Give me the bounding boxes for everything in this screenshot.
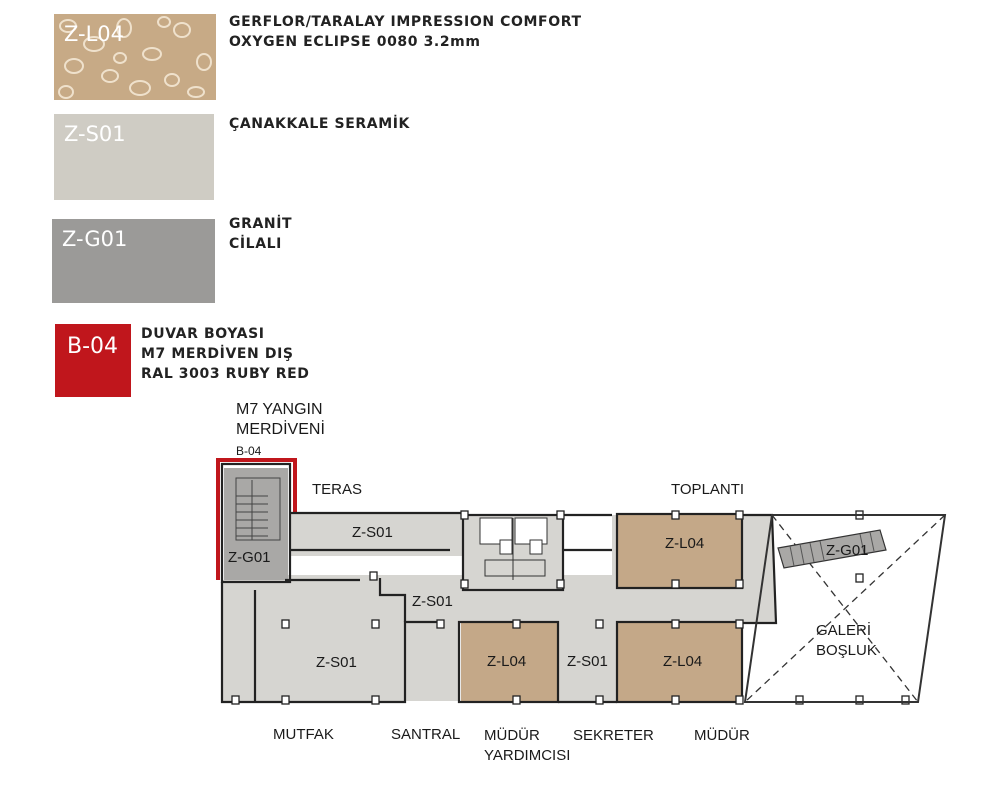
laminate-pattern-icon [58, 16, 212, 99]
stair-title-line2: MERDİVENİ [236, 419, 325, 438]
desc-line: RAL 3003 RUBY RED [141, 366, 310, 382]
stair-treads [235, 477, 281, 541]
swatch-z-l04: Z-L04 [54, 14, 216, 100]
meeting-fill [618, 515, 742, 587]
director-label: MÜDÜR [694, 726, 750, 744]
swatch-b-04: B-04 [55, 324, 131, 397]
switchboard-label: SANTRAL [391, 726, 460, 743]
director-floor-label: Z-L04 [663, 653, 702, 670]
desc-line: OXYGEN ECLIPSE 0080 3.2mm [229, 34, 481, 50]
desc-line: GERFLOR/TARALAY IMPRESSION COMFORT [229, 14, 582, 30]
room-labels: M7 YANGIN MERDİVENİ B-04 Z-G01 TERAS Z-S… [228, 401, 877, 764]
deputy-floor-label: Z-L04 [487, 653, 526, 670]
legend-desc-z-l04: GERFLOR/TARALAY IMPRESSION COMFORT OXYGE… [229, 12, 582, 52]
swatch-z-s01: Z-S01 [54, 114, 214, 200]
desc-line: GRANİT [229, 216, 293, 232]
swatch-z-g01: Z-G01 [52, 219, 215, 303]
secretary-floor-label: Z-S01 [567, 653, 608, 670]
wc-fixtures [479, 517, 548, 580]
deputy-label-line1: MÜDÜR [484, 726, 540, 744]
terrace-label: TERAS [312, 481, 362, 498]
swatch-code: Z-G01 [62, 227, 128, 251]
legend-desc-b-04: DUVAR BOYASI M7 MERDİVEN DIŞ RAL 3003 RU… [141, 324, 309, 384]
gallery-label-line1: GALERİ [816, 621, 871, 639]
deputy-fill [461, 623, 558, 701]
desc-line: M7 MERDİVEN DIŞ [141, 346, 294, 362]
stair-red-wall [216, 458, 297, 580]
secretary-label: SEKRETER [573, 727, 654, 744]
swatch-code: Z-S01 [64, 122, 126, 146]
swatch-code: Z-L04 [64, 22, 125, 46]
deputy-label-line2: YARDIMCISI [484, 747, 570, 764]
terrace-floor-label: Z-S01 [352, 524, 393, 541]
legend-desc-z-g01: GRANİT CİLALI [229, 214, 292, 254]
swatch-code: B-04 [67, 334, 119, 359]
legend-desc-z-s01: ÇANAKKALE SERAMİK [229, 114, 410, 134]
secretary-fill [558, 623, 618, 701]
kitchen-label: MUTFAK [273, 726, 334, 743]
stair-code-label: B-04 [236, 444, 262, 458]
meeting-label: TOPLANTI [671, 481, 744, 498]
desc-line: DUVAR BOYASI [141, 326, 265, 342]
terrace-fill [290, 513, 465, 556]
desc-line: CİLALI [229, 236, 282, 252]
corridor-floor-label: Z-S01 [412, 593, 453, 610]
stair-floor-label: Z-G01 [228, 549, 271, 566]
kitchen-floor-label: Z-S01 [316, 654, 357, 671]
gallery-stair-floor-label: Z-G01 [826, 542, 869, 559]
kitchen-fill [222, 580, 405, 701]
meeting-floor-label: Z-L04 [665, 535, 704, 552]
switchboard-fill [405, 623, 460, 701]
gallery-label-line2: BOŞLUK [816, 642, 877, 659]
stair-fill [224, 468, 288, 580]
director-fill [618, 623, 742, 701]
gallery-void [743, 514, 947, 703]
stair-title-line1: M7 YANGIN [236, 401, 323, 418]
desc-line: ÇANAKKALE SERAMİK [229, 116, 411, 132]
